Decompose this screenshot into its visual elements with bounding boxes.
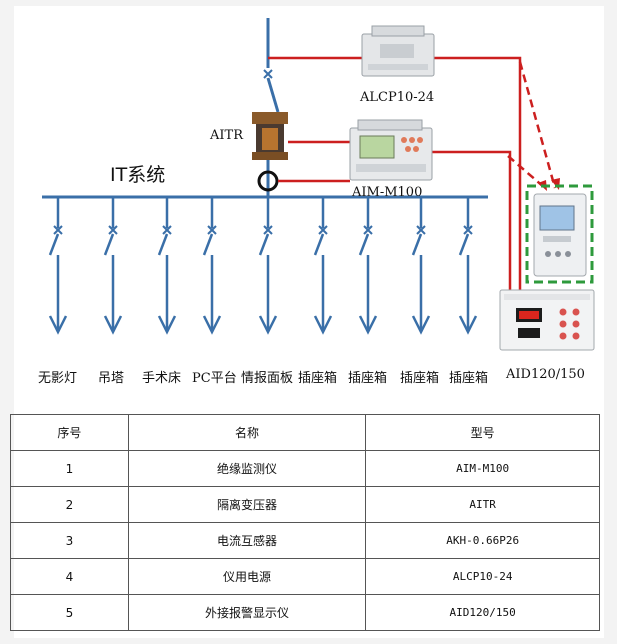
branch-9 — [458, 197, 478, 335]
signal-wiring — [268, 56, 560, 290]
branch-7 — [358, 197, 378, 335]
branch-8 — [411, 197, 431, 335]
cell-index: 3 — [10, 522, 129, 559]
cell-name: 隔离变压器 — [127, 486, 367, 523]
current-transformer-ring — [257, 170, 279, 192]
cell-name: 绝缘监测仪 — [127, 450, 367, 487]
branch-4 — [202, 197, 222, 335]
alcp-label: ALCP10-24 — [360, 90, 435, 105]
cell-model: ALCP10-24 — [365, 558, 600, 595]
load-label-socket-box-4: 插座箱 — [449, 371, 489, 386]
dashed-display-box — [525, 184, 594, 284]
cell-model: AIM-M100 — [365, 450, 600, 487]
alcp-device — [361, 25, 435, 77]
load-label-operating-table: 手术床 — [142, 371, 182, 386]
load-label-pendant: 吊塔 — [98, 371, 125, 386]
load-label-socket-box-2: 插座箱 — [348, 371, 388, 386]
aid-alarm-display — [499, 289, 595, 351]
cell-model: AKH-0.66P26 — [365, 522, 600, 559]
load-label-socket-box-1: 插座箱 — [298, 371, 338, 386]
branch-1 — [48, 197, 68, 335]
cell-name: 仪用电源 — [127, 558, 367, 595]
header-model: 型号 — [365, 414, 600, 451]
header-name: 名称 — [127, 414, 367, 451]
branch-5 — [258, 197, 278, 335]
cell-name: 外接报警显示仪 — [127, 594, 367, 631]
display-unit — [533, 193, 587, 277]
table-row: 5 外接报警显示仪 AID120/150 — [10, 594, 600, 631]
it-system-diagram — [42, 18, 595, 351]
branch-circuits — [48, 197, 478, 335]
cell-model: AID120/150 — [365, 594, 600, 631]
system-title: IT系统 — [110, 164, 166, 186]
load-label-pc-platform: PC平台 — [192, 371, 237, 386]
aitr-label: AITR — [210, 128, 243, 143]
branch-3 — [157, 197, 177, 335]
load-label-info-panel: 情报面板 — [241, 371, 294, 386]
component-table: 序号 名称 型号 1 绝缘监测仪 AIM-M100 2 隔离变压器 AITR 3… — [10, 414, 600, 631]
branch-2 — [103, 197, 123, 335]
table-header-row: 序号 名称 型号 — [10, 414, 600, 451]
aim-device — [349, 119, 433, 181]
header-index: 序号 — [10, 414, 129, 451]
cell-index: 1 — [10, 450, 129, 487]
load-label-socket-box-3: 插座箱 — [400, 371, 440, 386]
table-row: 1 绝缘监测仪 AIM-M100 — [10, 450, 600, 487]
load-label-shadowless-lamp: 无影灯 — [38, 371, 78, 386]
cell-index: 5 — [10, 594, 129, 631]
table-row: 3 电流互感器 AKH-0.66P26 — [10, 522, 600, 559]
cell-index: 4 — [10, 558, 129, 595]
feed-switch-blade — [266, 77, 280, 113]
cell-model: AITR — [365, 486, 600, 523]
aitr-transformer — [252, 112, 288, 160]
table-row: 4 仪用电源 ALCP10-24 — [10, 558, 600, 595]
cell-index: 2 — [10, 486, 129, 523]
aim-label: AIM-M100 — [352, 185, 423, 200]
cell-name: 电流互感器 — [127, 522, 367, 559]
aid-label: AID120/150 — [506, 367, 585, 382]
table-row: 2 隔离变压器 AITR — [10, 486, 600, 523]
branch-6 — [313, 197, 333, 335]
